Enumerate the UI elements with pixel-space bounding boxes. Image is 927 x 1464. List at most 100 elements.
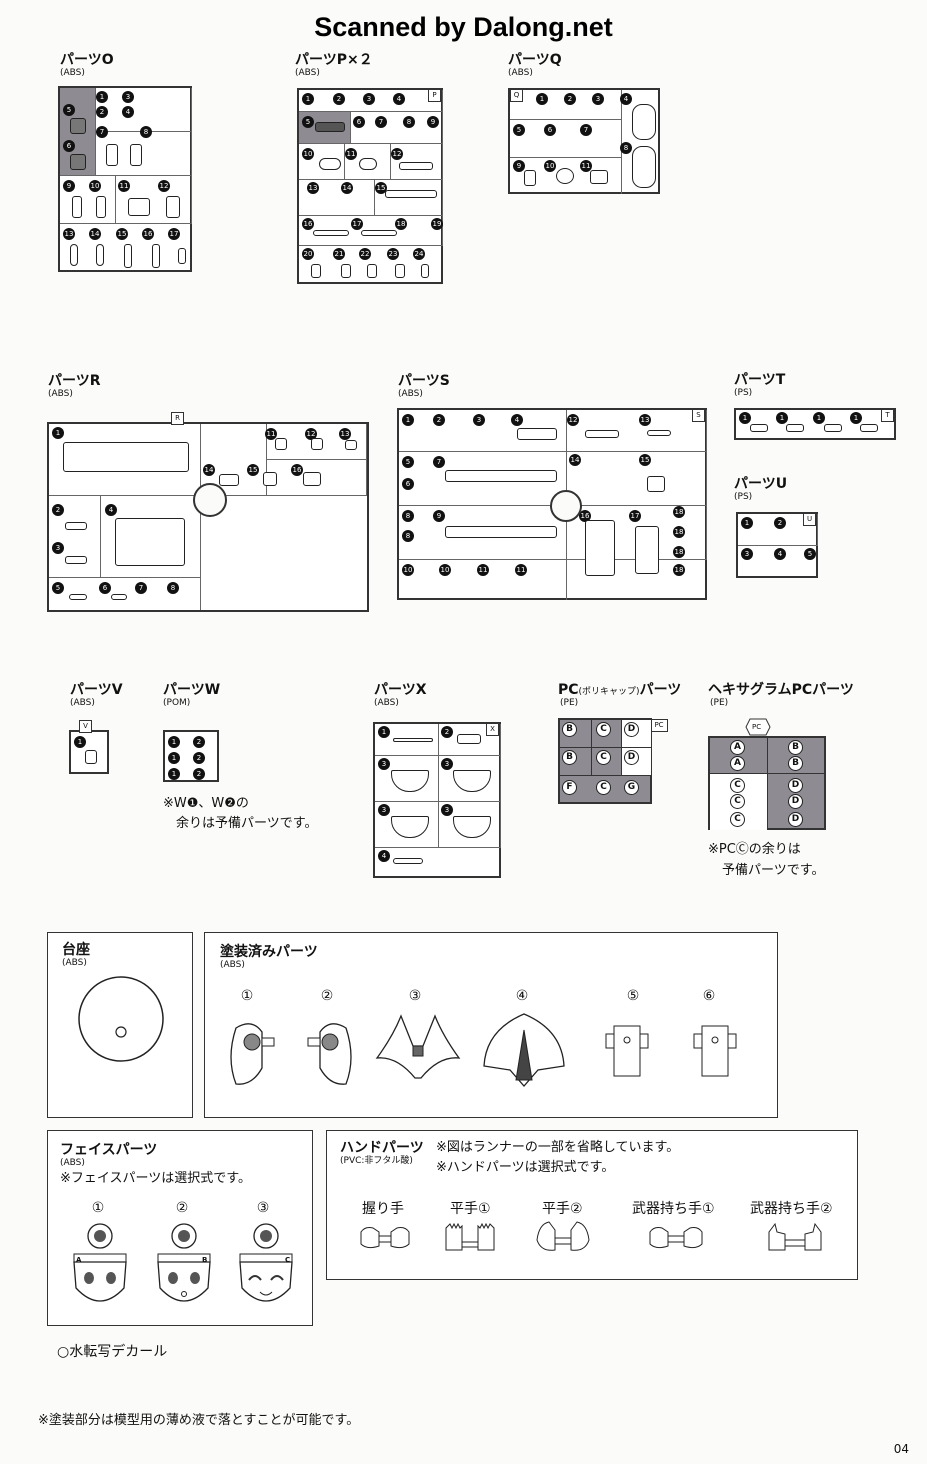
watermark: Scanned by Dalong.net: [314, 12, 613, 42]
face-1-drawing: [73, 1223, 127, 1302]
runner-q-title: パーツQ: [508, 52, 562, 68]
painted-part-5: [605, 1025, 649, 1077]
runner-s-material: (ABS): [398, 389, 423, 399]
runner-t-title: パーツT: [734, 372, 786, 388]
runner-pc-tag: PC: [650, 719, 668, 732]
hand-weapon1-drawing: [649, 1227, 703, 1249]
runner-p-material: (ABS): [295, 68, 320, 78]
runner-v-title: パーツV: [70, 682, 123, 698]
runner-pc: PC B C D B C D F C G: [558, 718, 668, 804]
runner-s: S 1 2 3 4 12 13 5 6 7 14 15 8 8 9 16 17 …: [397, 408, 707, 600]
runner-r-material: (ABS): [48, 389, 73, 399]
painted-parts-material: (ABS): [220, 960, 245, 970]
runner-t-tag: T: [881, 409, 894, 422]
runner-q-tag: Q: [510, 89, 523, 102]
painted-num-5: ⑤: [626, 988, 640, 1004]
face-parts-material: (ABS): [60, 1158, 85, 1168]
runner-p: P 1 2 3 4 5 6 7 8 9 10 11 12 13 14 15 16…: [297, 88, 443, 284]
hand-label-flat2: 平手②: [542, 1201, 583, 1217]
painted-num-2: ②: [320, 988, 334, 1004]
runner-pc-title: PC(ポリキャップ)パーツ: [558, 682, 681, 700]
runner-u: U 1 2 3 4 5: [736, 512, 818, 578]
runner-r-title: パーツR: [48, 373, 101, 389]
runner-o: 5 6 1 3 2 4 7 8 9 10 11 12 13 14 15 16 1…: [58, 86, 192, 272]
runner-hexpc: A A B B C C C D D D: [708, 736, 826, 830]
painted-num-6: ⑥: [702, 988, 716, 1004]
runner-v: V 1: [69, 720, 109, 774]
hand-parts-note1: ※図はランナーの一部を省略しています。: [436, 1140, 680, 1155]
hand-label-weapon2: 武器持ち手②: [750, 1201, 833, 1217]
page-number: 04: [893, 1442, 909, 1456]
painted-num-4: ④: [515, 988, 529, 1004]
painted-part-1: [230, 1023, 275, 1085]
runner-pc-material: (PE): [560, 698, 579, 708]
hand-parts-title: ハンドパーツ: [340, 1140, 424, 1156]
decal-label: ○水転写デカール: [57, 1344, 168, 1360]
hand-parts-box: [326, 1130, 858, 1280]
face-num-2: ②: [175, 1200, 189, 1216]
runner-pc-title-main: PC: [558, 682, 579, 698]
runner-r-tag: R: [171, 412, 184, 425]
hand-label-flat1: 平手①: [450, 1201, 491, 1217]
runner-hexpc-hex-tag: [745, 718, 771, 736]
runner-s-title: パーツS: [398, 373, 450, 389]
painted-part-2: [307, 1023, 352, 1085]
hand-flat2-drawing: [536, 1221, 590, 1251]
hand-flat1-drawing: [445, 1222, 495, 1251]
hand-label-weapon1: 武器持ち手①: [632, 1201, 715, 1217]
runner-r: R 1 11 12 13 14 15 16 2 4 3 5 6 7 8: [47, 412, 369, 612]
runner-hexpc-material: (PE): [710, 698, 729, 708]
face-letter-a: A: [76, 1256, 82, 1264]
runner-x-material: (ABS): [374, 698, 399, 708]
runner-t: T 1 1 1 1: [734, 408, 896, 440]
runner-v-tag: V: [79, 720, 92, 733]
runner-o-title: パーツO: [60, 52, 114, 68]
painted-part-6: [693, 1025, 737, 1077]
face-2-drawing: [157, 1223, 211, 1302]
runner-hexpc-tag: PC: [752, 723, 762, 731]
runner-q-material: (ABS): [508, 68, 533, 78]
runner-u-title: パーツU: [734, 476, 788, 492]
runner-o-material: (ABS): [60, 68, 85, 78]
face-3-drawing: [239, 1223, 293, 1302]
runner-u-material: (PS): [734, 492, 753, 502]
runner-x-title: パーツX: [374, 682, 427, 698]
runner-w-material: (POM): [163, 698, 191, 708]
pc-spare-note-line2: 予備パーツです。: [722, 863, 825, 878]
runner-p-tag: P: [428, 89, 441, 102]
runner-w-title: パーツW: [163, 682, 221, 698]
face-parts-note: ※フェイスパーツは選択式です。: [60, 1171, 251, 1186]
stand-material: (ABS): [62, 958, 87, 968]
painted-part-4: [483, 1013, 565, 1087]
painted-part-3: [375, 1014, 461, 1079]
face-letter-b: B: [202, 1256, 208, 1264]
painted-parts-box: [204, 932, 778, 1118]
pc-spare-note-line1: ※PCⒸの余りは: [708, 842, 801, 857]
runner-r-gate-circle: [193, 483, 227, 517]
painted-parts-title: 塗装済みパーツ: [220, 944, 318, 960]
runner-v-material: (ABS): [70, 698, 95, 708]
runner-p-title: パーツP×２: [295, 52, 373, 68]
stand-base-drawing: [78, 976, 164, 1062]
runner-s-tag: S: [692, 409, 705, 422]
runner-x-tag: X: [486, 723, 499, 736]
w-spare-note-line1: ※W❶、W❷の: [163, 796, 249, 811]
face-letter-c: C: [285, 1256, 291, 1264]
hand-label-grip: 握り手: [362, 1201, 404, 1217]
footer-note: ※塗装部分は模型用の薄め液で落とすことが可能です。: [38, 1413, 360, 1428]
runner-t-material: (PS): [734, 388, 753, 398]
face-num-3: ③: [256, 1200, 270, 1216]
runner-s-gate-circle: [550, 490, 582, 522]
painted-num-3: ③: [408, 988, 422, 1004]
runner-u-tag: U: [803, 513, 816, 526]
runner-pc-title-rest: パーツ: [639, 682, 682, 698]
face-num-1: ①: [91, 1200, 105, 1216]
runner-q: Q 1 2 3 4 5 6 7 8 9 10 11: [508, 88, 660, 194]
hand-grip-drawing: [360, 1227, 410, 1249]
face-parts-title: フェイスパーツ: [60, 1142, 158, 1158]
w-spare-note-line2: 余りは予備パーツです。: [176, 816, 318, 831]
runner-pc-title-small: (ポリキャップ): [578, 687, 640, 697]
runner-x: X 1 2 3 3 3 3 4: [373, 722, 501, 878]
hand-weapon2-drawing: [768, 1222, 822, 1251]
runner-w: 1 2 1 2 1 2: [163, 730, 219, 782]
